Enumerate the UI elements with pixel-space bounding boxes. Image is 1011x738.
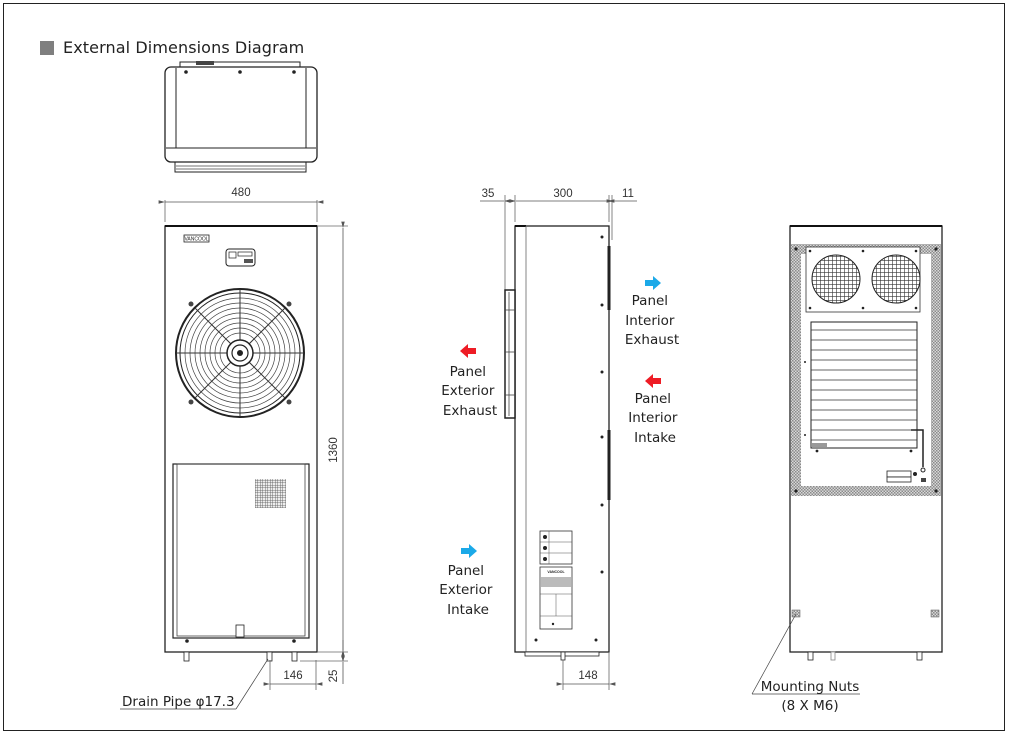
mounting-nuts-spec: (8 X M6) [781, 698, 838, 714]
airflow-interior-intake: Panel Interior Intake [628, 374, 682, 446]
diagram-heading: External Dimensions Diagram [40, 38, 304, 57]
top-view-fan-shroud [174, 161, 307, 173]
sensor-cable [911, 429, 924, 467]
mounting-nuts-callout-leader [751, 613, 797, 695]
height-dimension-label: 1360 [328, 437, 340, 463]
foot-height-dimension-label: 25 [328, 670, 340, 683]
gasket-left [791, 254, 801, 486]
side-drain-offset-dimension-label: 148 [578, 670, 597, 682]
exterior-fan-shroud [504, 289, 516, 419]
airflow-exterior-intake: Panel Exterior Intake [439, 544, 497, 618]
drain-offset-dimension-label: 146 [283, 670, 302, 682]
svg-text:Panel Exterior: Panel Exterior Exhaust [441, 364, 499, 419]
front-protrusion-dimension-label: 11 [622, 188, 634, 200]
warning-label-plate [539, 530, 573, 565]
drain-callout-leader [235, 658, 269, 710]
svg-text:Panel Interior: Panel Interior Intake [628, 391, 682, 446]
blue-arrow-right-icon [645, 276, 661, 290]
heading-title: External Dimensions Diagram [63, 38, 305, 57]
gasket-right [931, 254, 941, 486]
rear-view: Mounting Nuts (8 X M6) [751, 225, 943, 714]
drain-pipe-callout: Drain Pipe φ17.3 [122, 694, 235, 710]
mounting-nut-right [930, 609, 940, 618]
red-arrow-left-icon [460, 344, 476, 358]
mounting-nut-left [791, 609, 801, 618]
lower-access-panel [172, 463, 310, 639]
rear-protrusion-dimension-label: 35 [482, 188, 495, 200]
red-arrow-left-icon [645, 374, 661, 388]
diagram-frame [3, 3, 1005, 731]
nameplate: VANCOOL [539, 566, 573, 630]
terminal-block [886, 470, 912, 478]
front-view: 480 VANCOOL [120, 187, 348, 710]
side-view: 35 300 11 [439, 188, 682, 690]
blue-arrow-right-icon [461, 544, 477, 558]
controller-display-icon [225, 248, 256, 267]
gasket-bottom [791, 486, 941, 496]
fan-guard-icon [175, 288, 305, 418]
top-view-connector [196, 61, 214, 65]
brand-label-plate [183, 234, 210, 243]
svg-text:Panel Exterior: Panel Exterior Intake [439, 563, 497, 618]
drain-pipe [266, 651, 273, 662]
top-view [164, 61, 318, 173]
nameplate-brand: VANCOOL [547, 570, 565, 574]
mounting-nuts-callout: Mounting Nuts [761, 679, 859, 695]
airflow-exterior-exhaust: Panel Exterior Exhaust [441, 344, 499, 419]
width-dimension-label: 480 [231, 187, 250, 199]
svg-text:Panel Interior: Panel Interior Exhaust [625, 293, 679, 348]
interior-fan-left-icon [811, 254, 861, 304]
airflow-interior-exhaust: Panel Interior Exhaust [625, 276, 679, 348]
depth-dimension-label: 300 [553, 188, 572, 200]
return-air-louver [810, 321, 918, 449]
brand-label-text: VANCOOL [184, 237, 208, 243]
gray-square-bullet-icon [40, 40, 54, 55]
interior-fan-right-icon [871, 254, 921, 304]
vent-grille-icon [255, 479, 286, 508]
